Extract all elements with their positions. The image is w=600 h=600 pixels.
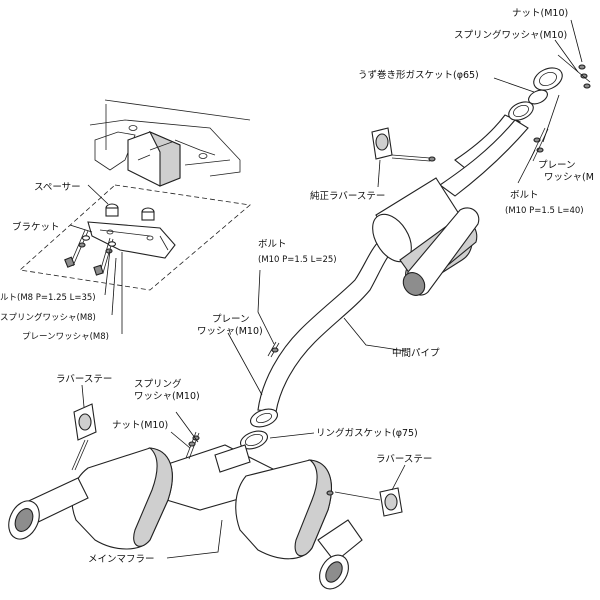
label-bracket: ブラケット [12, 221, 60, 233]
label-spring-washer-m8: スプリングワッシャ(M8) [0, 312, 96, 323]
label-nut-m10-top: ナット(M10) [512, 8, 568, 19]
label-plain-washer-m10-right-2: ワッシャ(M [544, 172, 594, 183]
label-spring-washer-m10-mid-2: ワッシャ(M10) [134, 391, 200, 402]
label-rubber-stay-left: ラバーステー [56, 374, 112, 385]
bracket-part [87, 221, 176, 259]
part-labels: ナット(M10) スプリングワッシャ(M10) うず巻き形ガスケット(φ65) … [0, 8, 594, 565]
spacer-part [105, 203, 155, 221]
label-spring-washer-m10-top: スプリングワッシャ(M10) [454, 29, 567, 41]
label-spiral-gasket: うず巻き形ガスケット(φ65) [358, 69, 479, 81]
hanger-mount-block [127, 130, 181, 187]
bracket-bolts [64, 229, 117, 276]
left-rubber-stay-part [71, 403, 97, 471]
label-spacer: スペーサー [34, 182, 81, 193]
right-tailpipe [317, 519, 363, 590]
label-main-muffler: メインマフラー [88, 554, 155, 565]
leader-lines [69, 19, 591, 559]
label-bolt-m8: ルト(M8 P=1.25 L=35) [0, 293, 96, 303]
label-nut-m10-mid: ナット(M10) [112, 420, 168, 431]
label-bolt-m10-25-2: (M10 P=1.5 L=25) [258, 255, 337, 265]
center-pipe [257, 114, 529, 413]
label-bolt-m10-40-2: (M10 P=1.5 L=40) [505, 206, 584, 216]
left-tailpipe [8, 477, 89, 540]
label-rubber-stay-right: ラバーステー [376, 454, 432, 465]
front-flange [508, 67, 563, 121]
label-plain-washer-m10-right-1: プレーン [538, 160, 576, 171]
label-bolt-m10-40-1: ボルト [510, 190, 539, 201]
label-plain-washer-m10-mid-1: プレーン [212, 314, 250, 325]
label-plain-washer-m10-mid-2: ワッシャ(M10) [197, 326, 263, 337]
oem-rubber-stay-part [371, 127, 436, 162]
label-ring-gasket: リングガスケット(φ75) [316, 427, 418, 439]
label-oem-rubber-stay: 純正ラバーステー [310, 190, 385, 202]
label-bolt-m10-25-1: ボルト [258, 239, 287, 250]
main-muffler-body [71, 444, 332, 560]
vehicle-body-outline [19, 99, 251, 291]
label-spring-washer-m10-mid-1: スプリング [134, 378, 182, 390]
label-center-pipe: 中間パイプ [392, 347, 440, 359]
secondary-tail-tube [402, 207, 480, 296]
mid-joint-hardware [240, 341, 280, 450]
right-rubber-stay-part [326, 487, 403, 517]
label-plain-washer-m8: プレーンワッシャ(M8) [22, 332, 109, 342]
